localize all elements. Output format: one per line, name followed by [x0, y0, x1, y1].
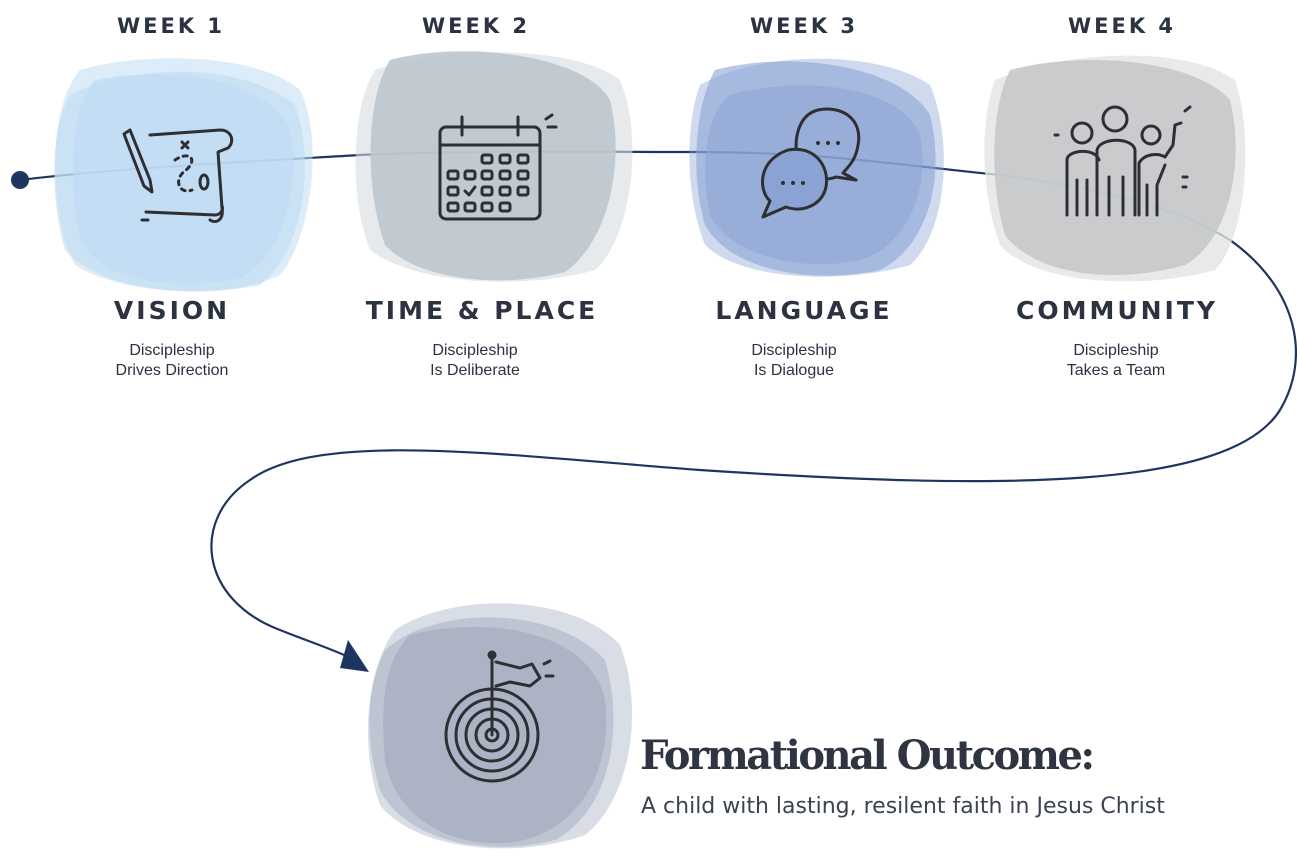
week-1-subtitle-line1: Discipleship	[129, 342, 215, 359]
week-4-blob	[984, 55, 1246, 282]
path-start-dot	[11, 171, 29, 189]
speech-bubbles-icon	[761, 107, 861, 219]
calendar-icon	[438, 113, 558, 221]
week-3-blob	[689, 58, 944, 277]
week-2-subtitle: Discipleship Is Deliberate	[355, 341, 595, 381]
week-1-title: VISION	[113, 296, 231, 325]
week-2-label: WEEK 2	[421, 14, 531, 38]
week-2-subtitle-line1: Discipleship	[432, 342, 518, 359]
week-4-subtitle: Discipleship Takes a Team	[996, 341, 1236, 381]
target-flag-icon	[444, 650, 555, 783]
week-3-subtitle: Discipleship Is Dialogue	[674, 341, 914, 381]
week-3-title: LANGUAGE	[715, 296, 893, 325]
week-2-subtitle-line2: Is Deliberate	[430, 362, 520, 379]
week-1-blob	[54, 58, 313, 292]
treasure-map-icon	[122, 128, 234, 223]
outcome-blob	[368, 603, 633, 849]
outcome-title: Formational Outcome:	[640, 732, 1095, 779]
week-3-label: WEEK 3	[749, 14, 859, 38]
path-arrowhead	[340, 640, 369, 672]
week-1-subtitle-line2: Drives Direction	[115, 362, 229, 379]
week-4-subtitle-line1: Discipleship	[1073, 342, 1159, 359]
week-3-subtitle-line2: Is Dialogue	[753, 362, 835, 379]
week-1-label: WEEK 1	[116, 14, 226, 38]
people-group-icon	[1053, 105, 1192, 217]
week-4-subtitle-line2: Takes a Team	[1066, 362, 1166, 379]
week-4-title: COMMUNITY	[1015, 296, 1219, 325]
week-1-subtitle: Discipleship Drives Direction	[52, 341, 292, 381]
outcome-description: A child with lasting, resilent faith in …	[641, 794, 1165, 819]
week-4-label: WEEK 4	[1067, 14, 1177, 38]
week-3-subtitle-line1: Discipleship	[751, 342, 837, 359]
week-2-title: TIME & PLACE	[365, 296, 599, 325]
week-2-blob	[355, 51, 633, 282]
